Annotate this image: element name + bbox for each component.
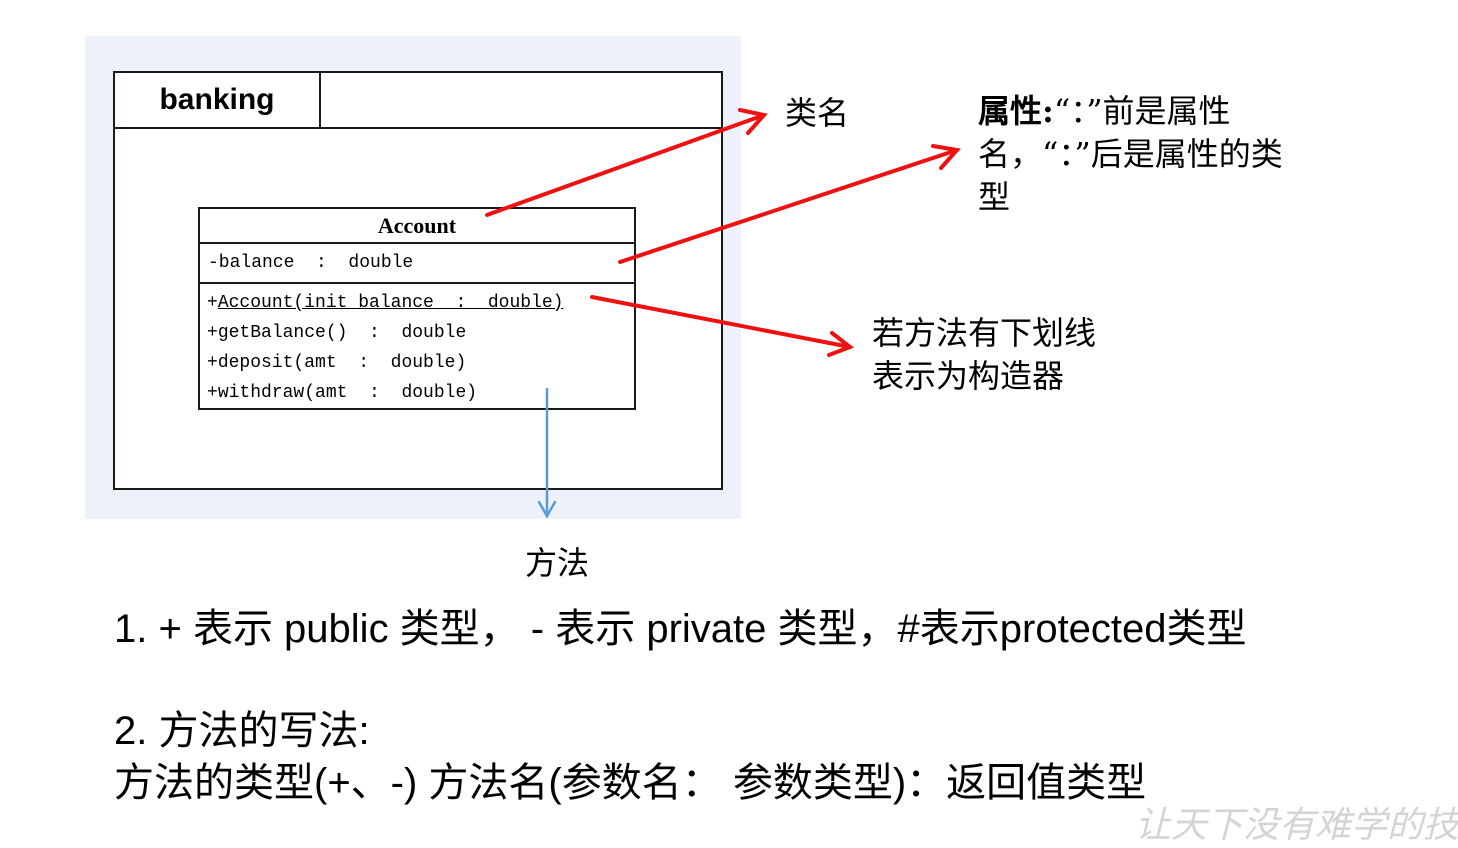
- method-signature: withdraw(amt : double): [217, 383, 478, 403]
- annotation-method: 方法: [525, 544, 590, 582]
- method-visibility: +: [207, 293, 218, 313]
- note-method-syntax-title: 2. 方法的写法:: [114, 709, 370, 753]
- method-deposit: +deposit(amt : double): [207, 348, 634, 378]
- class-name: Account: [200, 209, 634, 244]
- annotation-class-name: 类名: [785, 94, 850, 132]
- annotation-attribute-text: “：”前是属性名，“：”后是属性的类型: [978, 92, 1283, 216]
- note-visibility: 1. + 表示 public 类型， - 表示 private 类型，#表示pr…: [114, 607, 1247, 651]
- method-constructor: +Account(init_balance : double): [207, 288, 634, 318]
- method-signature: getBalance() : double: [217, 323, 467, 343]
- package-name: banking: [115, 73, 321, 127]
- method-withdraw: +withdraw(amt : double): [207, 378, 634, 408]
- package-header: banking: [115, 73, 721, 129]
- method-signature: Account(init_balance : double): [217, 293, 564, 313]
- method-signature: deposit(amt : double): [217, 353, 467, 373]
- note-method-syntax: 方法的类型(+、-) 方法名(参数名： 参数类型)：返回值类型: [114, 761, 1147, 805]
- method-visibility: +: [207, 323, 218, 343]
- watermark: 让天下没有难学的技: [1135, 805, 1458, 846]
- method-getbalance: +getBalance() : double: [207, 318, 634, 348]
- method-visibility: +: [207, 353, 218, 373]
- annotation-attribute: 属性:“：”前是属性名，“：”后是属性的类型: [978, 90, 1308, 219]
- method-visibility: +: [207, 383, 218, 403]
- class-methods: +Account(init_balance : double) +getBala…: [200, 284, 634, 408]
- annotation-constructor: 若方法有下划线表示为构造器: [872, 314, 1097, 395]
- annotation-attribute-title: 属性:: [978, 92, 1054, 130]
- class-attribute: -balance : double: [200, 244, 634, 284]
- class-box: Account -balance : double +Account(init_…: [198, 207, 636, 410]
